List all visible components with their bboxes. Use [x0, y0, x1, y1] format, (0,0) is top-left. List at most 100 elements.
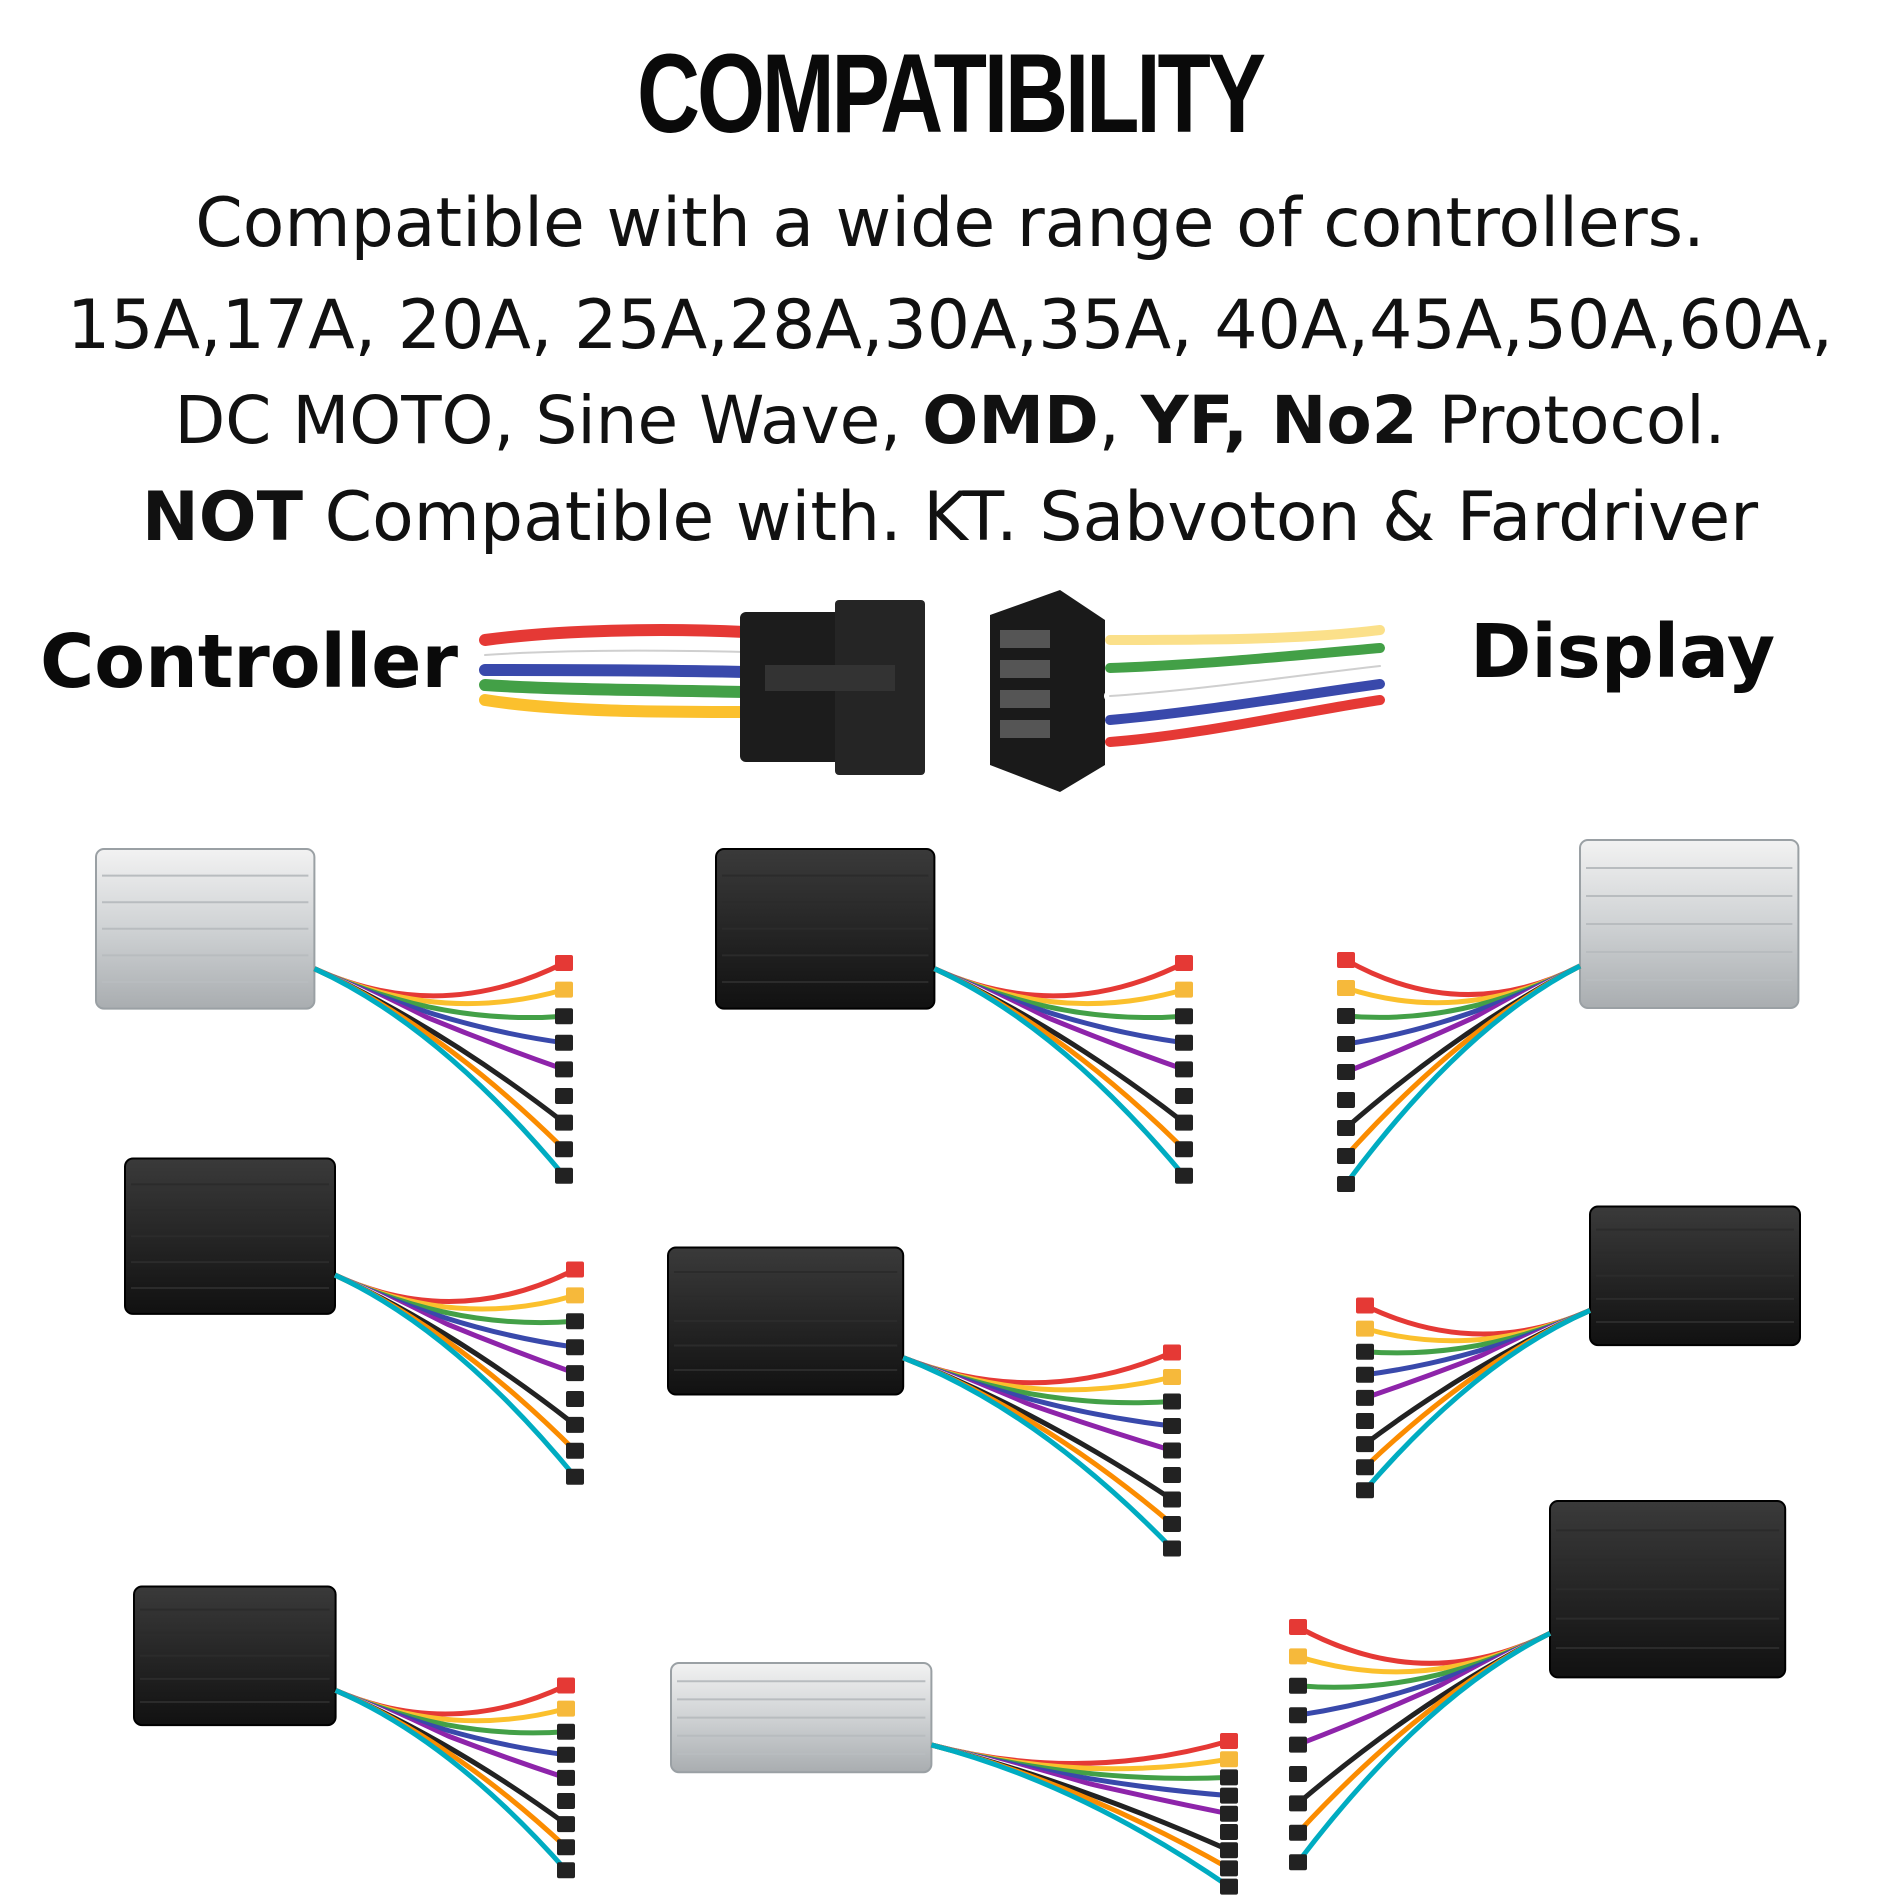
wire-plug — [1356, 1389, 1374, 1406]
controller-wire — [933, 966, 1185, 1021]
display-side-wires — [1104, 625, 1386, 747]
wire-plug — [1163, 1393, 1181, 1410]
controller-label: Controller — [40, 619, 458, 705]
wire-plug — [555, 1008, 573, 1025]
wire-plug — [1337, 1064, 1355, 1080]
wire-plug — [555, 1141, 573, 1158]
controller-side-wires — [478, 624, 752, 718]
wire-plug — [566, 1287, 584, 1304]
wire-plug — [1175, 1141, 1193, 1158]
controller-wire — [930, 1742, 1231, 1889]
protocol-text: DC MOTO, Sine Wave, — [174, 382, 923, 459]
wire-plug — [1220, 1751, 1238, 1768]
wire-plug — [555, 981, 573, 998]
wire-plug — [555, 1034, 573, 1051]
compat-line-not: NOT Compatible with. KT. Sabvoton & Fard… — [0, 484, 1900, 552]
wire-plug — [1337, 1176, 1355, 1192]
controller-wire — [1343, 963, 1582, 1186]
wire-plug — [557, 1700, 575, 1717]
controller-wire — [313, 960, 566, 999]
controller-wire — [933, 966, 1186, 1178]
controller-wire — [313, 966, 566, 1178]
wire-plug — [557, 1816, 575, 1833]
wire-plug — [1175, 1167, 1193, 1184]
wire-plug — [1337, 952, 1355, 968]
wire-plug — [557, 1723, 575, 1740]
controller-wire — [1344, 957, 1582, 997]
wire-plug — [1289, 1854, 1307, 1871]
wire-plug — [1175, 955, 1193, 971]
controller-wire — [933, 966, 1186, 1125]
silver-controller-icon — [1337, 839, 1800, 1192]
wire-plug — [1356, 1297, 1374, 1314]
controller-wire — [1345, 963, 1582, 1020]
wire-plug — [557, 1746, 575, 1763]
wire-plug — [555, 1061, 573, 1078]
protocol-sep: , — [1098, 382, 1141, 459]
protocol-omd: OMD — [922, 382, 1099, 459]
black-controller-icon — [715, 848, 1193, 1184]
wire-plug — [1163, 1344, 1181, 1361]
wire-plug — [1356, 1413, 1374, 1429]
wire-plug — [1175, 1008, 1193, 1025]
connector-pair-icon — [478, 590, 1386, 792]
wire-plug — [1337, 1148, 1355, 1164]
wire-plug — [1220, 1878, 1238, 1895]
black-controller-icon — [1356, 1205, 1801, 1499]
wire-plug — [1289, 1736, 1307, 1753]
wire-plug — [566, 1365, 584, 1382]
not-word: NOT — [141, 478, 303, 557]
wire-plug — [557, 1862, 575, 1879]
wire-plug — [557, 1839, 575, 1856]
wire-plug — [1220, 1842, 1238, 1859]
wire-plug — [555, 955, 573, 971]
controller-wire — [313, 966, 566, 1125]
page-title: COMPATIBILITY — [637, 31, 1266, 156]
wire-plug — [555, 1088, 573, 1104]
controller-wire — [1296, 1631, 1552, 1864]
wire-plug — [1163, 1491, 1181, 1508]
female-connector-pins — [1000, 630, 1050, 738]
wire-plug — [1163, 1467, 1181, 1483]
compat-line-amperage: 15A,17A, 20A, 25A,28A,30A,35A, 40A,45A,5… — [66, 286, 1834, 365]
silver-controller-icon — [670, 1662, 1238, 1895]
wire-plug — [1220, 1769, 1238, 1786]
wire-plug — [1289, 1677, 1307, 1694]
controller-wire — [333, 1272, 576, 1326]
controller-wire — [333, 1272, 577, 1479]
wire-plug — [1289, 1795, 1307, 1812]
controller-wire — [1363, 1308, 1592, 1492]
wire-plug — [1289, 1619, 1307, 1635]
controller-wire — [1297, 1631, 1552, 1690]
wire-plug — [1220, 1733, 1238, 1749]
protocol-suffix: Protocol. — [1417, 382, 1726, 459]
wire-plug — [1220, 1787, 1238, 1804]
wire-plug — [1289, 1707, 1307, 1724]
controller-wire — [902, 1355, 1174, 1551]
black-controller-icon — [1289, 1500, 1787, 1871]
silver-controller-icon — [95, 848, 573, 1184]
wire-plug — [1163, 1442, 1181, 1459]
wire-plug — [566, 1261, 584, 1278]
protocol-yf-no2: YF, No2 — [1140, 382, 1418, 459]
wire-plug — [1337, 1036, 1355, 1052]
wire-plug — [566, 1442, 584, 1459]
not-compatible-list: Compatible with. KT. Sabvoton & Fardrive… — [302, 478, 1759, 557]
controller-wire — [933, 960, 1186, 999]
black-controller-icon — [667, 1246, 1181, 1557]
controller-wire — [313, 966, 565, 1021]
black-controller-icon — [124, 1157, 584, 1485]
wire-plug — [1356, 1320, 1374, 1337]
wire-plug — [1220, 1824, 1238, 1840]
wire-plug — [1356, 1436, 1374, 1453]
wire-plug — [1337, 1008, 1355, 1024]
wire-plug — [1337, 1092, 1355, 1108]
wire-plug — [1175, 1114, 1193, 1131]
wire-plug — [1220, 1860, 1238, 1877]
controller-wire — [1344, 963, 1582, 1130]
wire-plug — [1163, 1418, 1181, 1434]
male-connector-latch — [765, 665, 895, 691]
wire-plug — [1289, 1766, 1307, 1782]
wire-plug — [1163, 1369, 1181, 1385]
